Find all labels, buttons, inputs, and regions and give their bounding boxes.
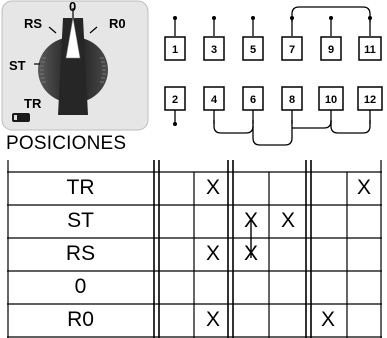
position-st: ST	[67, 209, 94, 232]
terminal-6: 6	[250, 94, 256, 106]
dial-position-ticks	[34, 8, 98, 65]
mark-rs-c2: X	[205, 242, 220, 265]
terminal-9: 9	[328, 44, 334, 56]
terminal-11: 11	[364, 44, 376, 56]
dial-label-top: 0	[69, 0, 77, 14]
dial-pointer	[65, 17, 81, 59]
mark-tr-c2: X	[205, 176, 220, 199]
terminal-2: 2	[172, 94, 178, 106]
positions-caption: POSICIONES	[6, 133, 127, 154]
mark-r0-c5: X	[320, 308, 335, 331]
table-grid	[7, 160, 382, 338]
position-rs: RS	[65, 242, 96, 265]
mark-rs-c3: X	[243, 242, 258, 265]
lock-icon	[12, 113, 30, 122]
terminal-row-bottom: 2 4 6 8 10 12	[164, 86, 383, 111]
mark-st-c3: X	[243, 209, 258, 232]
terminal-row-top: 1 3 5 7 9 11	[164, 36, 382, 61]
selector-dial	[1, 0, 149, 131]
dial-label-rs: RS	[24, 16, 43, 31]
dial-label-tr: TR	[24, 96, 42, 111]
mark-tr-c6: X	[356, 176, 371, 199]
switching-table: TR ST RS 0 R0 X X X X X X X X	[7, 160, 382, 338]
terminal-4: 4	[211, 94, 218, 106]
position-0: 0	[74, 275, 87, 298]
mark-r0-c2: X	[205, 308, 220, 331]
mark-st-c4: X	[280, 209, 295, 232]
terminal-10: 10	[325, 94, 337, 106]
position-tr: TR	[66, 176, 95, 199]
terminal-12: 12	[364, 94, 376, 106]
terminal-8: 8	[289, 94, 295, 106]
dial-label-r0: R0	[109, 16, 126, 31]
terminal-diagram: 1 3 5 7 9 11 2 4 6 8 10 12	[164, 6, 383, 146]
position-r0: R0	[67, 308, 94, 331]
dial-knob	[38, 17, 108, 115]
terminal-1: 1	[172, 44, 178, 56]
terminal-3: 3	[211, 44, 217, 56]
terminal-7: 7	[289, 44, 295, 56]
terminal-5: 5	[250, 44, 256, 56]
dial-label-st: ST	[9, 58, 26, 73]
